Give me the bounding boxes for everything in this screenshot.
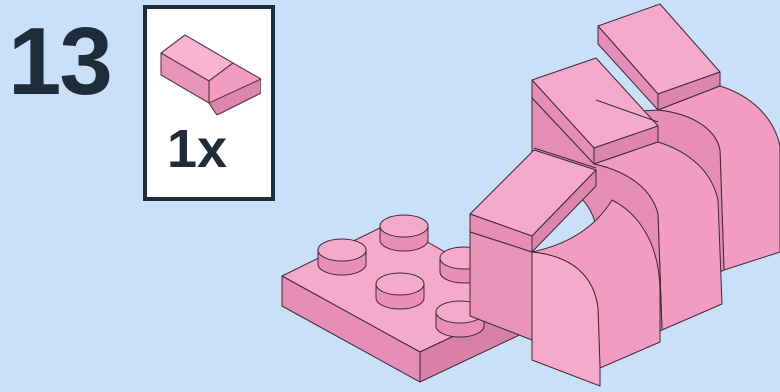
model-build-illustration [0, 0, 780, 392]
